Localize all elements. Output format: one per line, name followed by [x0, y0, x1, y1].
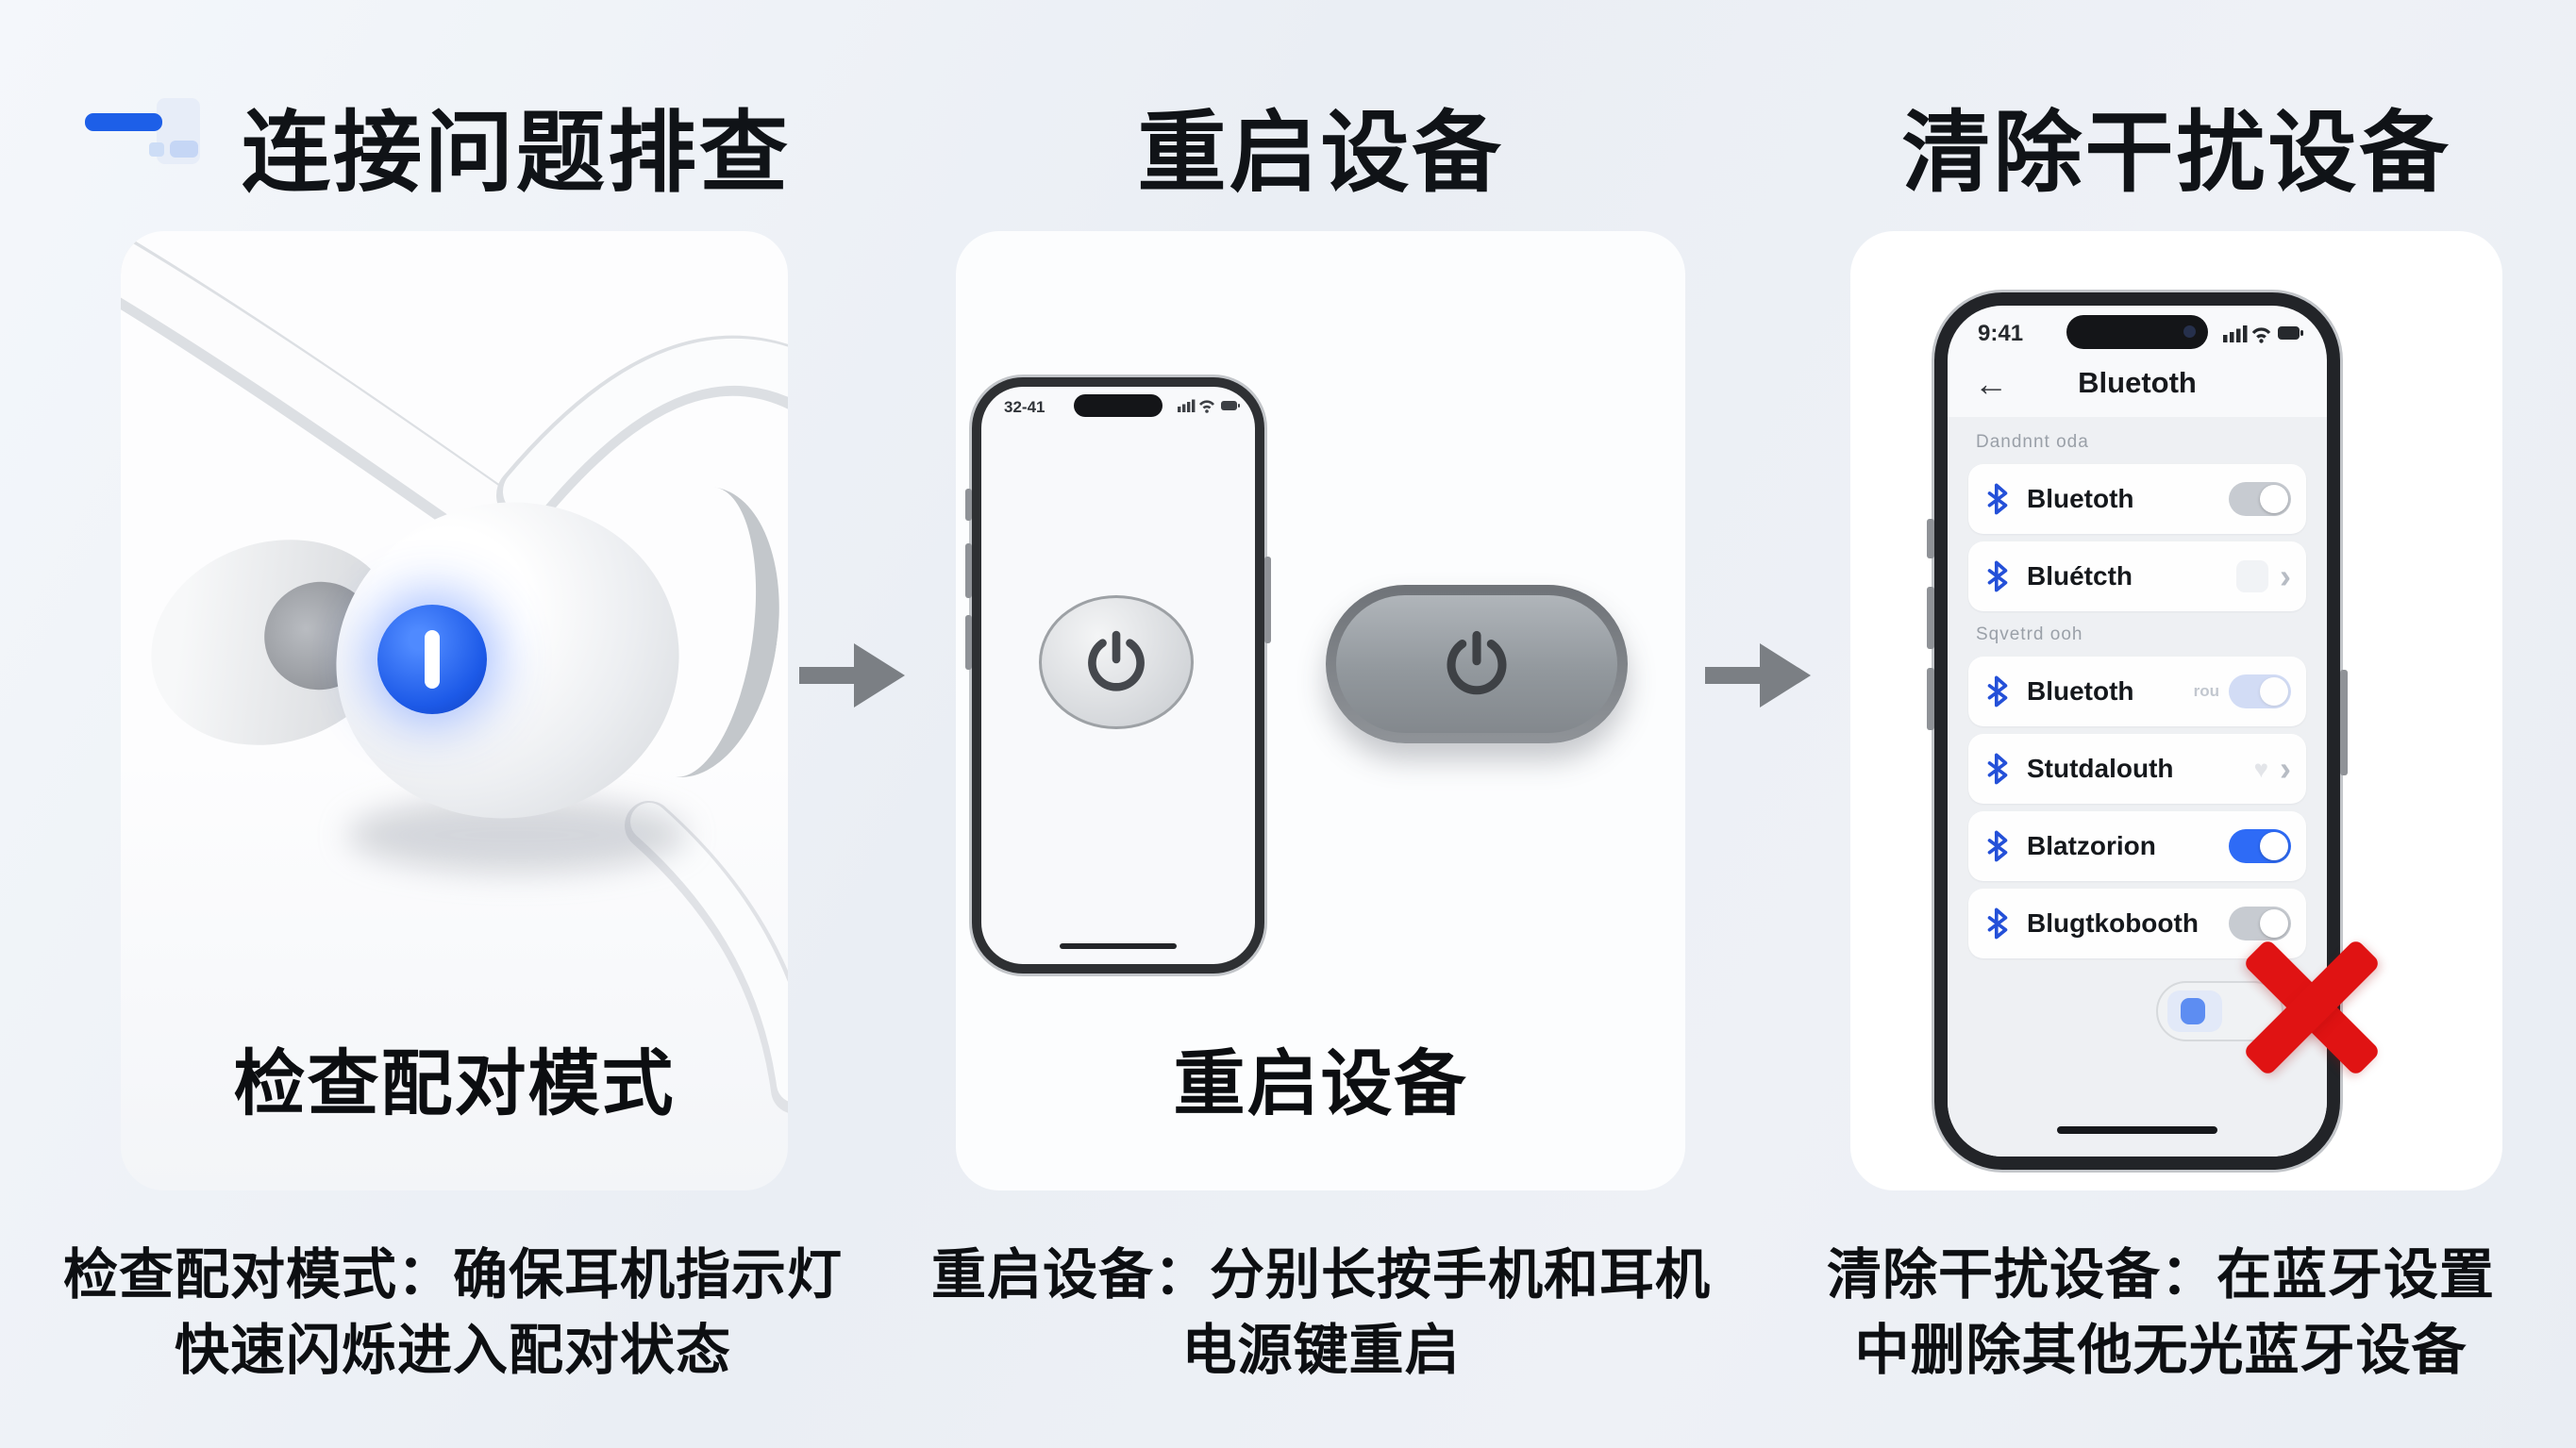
- chevron-right-icon: ›: [2280, 556, 2291, 595]
- bluetooth-row[interactable]: Bluétcth ›: [1968, 541, 2306, 611]
- notch-pill: [1074, 394, 1163, 417]
- status-icons: [2223, 325, 2303, 343]
- power-icon: [1447, 630, 1507, 695]
- bluetooth-icon: [1987, 483, 2008, 515]
- phone-side-button: [1264, 557, 1271, 643]
- row-extra-text: rou: [2193, 682, 2219, 700]
- toggle-faded[interactable]: [2229, 674, 2291, 708]
- footer-line: 快速闪烁进入配对状态: [174, 1320, 731, 1382]
- phone-side-button: [1927, 587, 1934, 649]
- page-title: 连接问题排查: [242, 103, 792, 202]
- bluetooth-row[interactable]: Bluetoth: [1968, 464, 2306, 534]
- phone-side-button: [1927, 668, 1934, 730]
- screen-power-button: [1039, 595, 1194, 729]
- phone-illustration: 32-41: [965, 377, 1271, 974]
- bluetooth-icon: [1987, 753, 2008, 785]
- card-restart-device: 32-41: [956, 231, 1685, 1190]
- settings-phone: 9:41 ← Bluetoth Dandnnt oda Blu: [1927, 292, 2348, 1170]
- footer-line: 电源键重启: [1181, 1320, 1461, 1382]
- bluetooth-icon: [1987, 560, 2008, 592]
- row-label: Stutdalouth: [2027, 754, 2174, 783]
- phone-side-button: [2340, 670, 2348, 775]
- earphone-power-button: [1326, 585, 1628, 743]
- card2-caption: 重启设备: [1173, 1044, 1468, 1124]
- title-icon-small-square: [149, 142, 164, 157]
- title-icon-small-rect: [170, 141, 198, 158]
- section-label-1: Dandnnt oda: [1976, 432, 2089, 452]
- heart-icon: ♥: [2253, 754, 2268, 783]
- screen-title: Bluetoth: [2078, 366, 2197, 399]
- toggle-blue-blob: [2181, 998, 2205, 1024]
- back-arrow-icon[interactable]: ←: [1974, 364, 2008, 403]
- power-icon: [1088, 630, 1145, 691]
- toggle-gray[interactable]: [2229, 482, 2291, 516]
- card-check-pairing: 检查配对模式: [121, 231, 788, 1190]
- phone-screen: 32-41: [981, 387, 1255, 964]
- bluetooth-row[interactable]: Stutdalouth ♥ ›: [1968, 734, 2306, 804]
- notch-pill: [2066, 315, 2208, 349]
- toggle-gray[interactable]: [2229, 907, 2291, 940]
- title-icon-blue-bar: [85, 113, 162, 131]
- toggle-on[interactable]: [2229, 829, 2291, 863]
- bluetooth-icon: [1987, 830, 2008, 862]
- row-label: Blugtkobooth: [2027, 908, 2199, 938]
- card1-caption: 检查配对模式: [233, 1044, 676, 1124]
- status-icons: [1178, 399, 1240, 413]
- card-clear-devices: 9:41 ← Bluetoth Dandnnt oda Blu: [1850, 231, 2502, 1190]
- footer-line: 中删除其他无光蓝牙设备: [1854, 1320, 2467, 1382]
- section-label-2: Sqvetrd ooh: [1976, 624, 2083, 644]
- row-label: Bluetoth: [2027, 676, 2134, 706]
- phone-side-button: [965, 489, 972, 521]
- earbud-power-indicator: [377, 605, 487, 714]
- footer-step2: 重启设备：分别长按手机和耳机 电源键重启: [896, 1238, 1746, 1389]
- footer-line: 重启设备：分别长按手机和耳机: [930, 1244, 1711, 1306]
- power-button-plate: [1336, 595, 1617, 733]
- footer-step1: 检查配对模式：确保耳机指示灯 快速闪烁进入配对状态: [57, 1238, 849, 1389]
- arrow-step2-to-step3: [1705, 643, 1811, 707]
- row-label: Bluétcth: [2027, 561, 2133, 591]
- bluetooth-icon: [1987, 675, 2008, 707]
- column3-title: 清除干扰设备: [1901, 103, 2451, 202]
- red-x-mark: [2232, 927, 2392, 1088]
- earphone-cable-art: [121, 232, 788, 1113]
- bluetooth-row[interactable]: Bluetoth rou: [1968, 657, 2306, 726]
- power-indicator-bar: [425, 630, 440, 689]
- bluetooth-row[interactable]: Blugtkobooth: [1968, 889, 2306, 958]
- home-indicator: [1060, 943, 1177, 949]
- phone-side-button: [965, 543, 972, 598]
- bluetooth-row[interactable]: Blatzorion: [1968, 811, 2306, 881]
- footer-step3: 清除干扰设备：在蓝牙设置 中删除其他无光蓝牙设备: [1746, 1238, 2576, 1389]
- phone-side-button: [1927, 519, 1934, 558]
- ghost-square: [2236, 560, 2268, 592]
- footer-line: 清除干扰设备：在蓝牙设置: [1826, 1244, 2495, 1306]
- status-time: 32-41: [1004, 398, 1045, 416]
- column2-title: 重启设备: [1137, 103, 1504, 202]
- row-label: Bluetoth: [2027, 484, 2134, 513]
- phone-side-button: [965, 615, 972, 670]
- status-time: 9:41: [1978, 321, 2024, 346]
- home-indicator: [2057, 1126, 2217, 1134]
- footer-line: 检查配对模式：确保耳机指示灯: [62, 1244, 843, 1306]
- chevron-right-icon: ›: [2280, 748, 2291, 788]
- camera-dot: [2183, 325, 2196, 338]
- row-label: Blatzorion: [2027, 831, 2156, 860]
- bluetooth-icon: [1987, 907, 2008, 940]
- arrow-step1-to-step2: [799, 643, 905, 707]
